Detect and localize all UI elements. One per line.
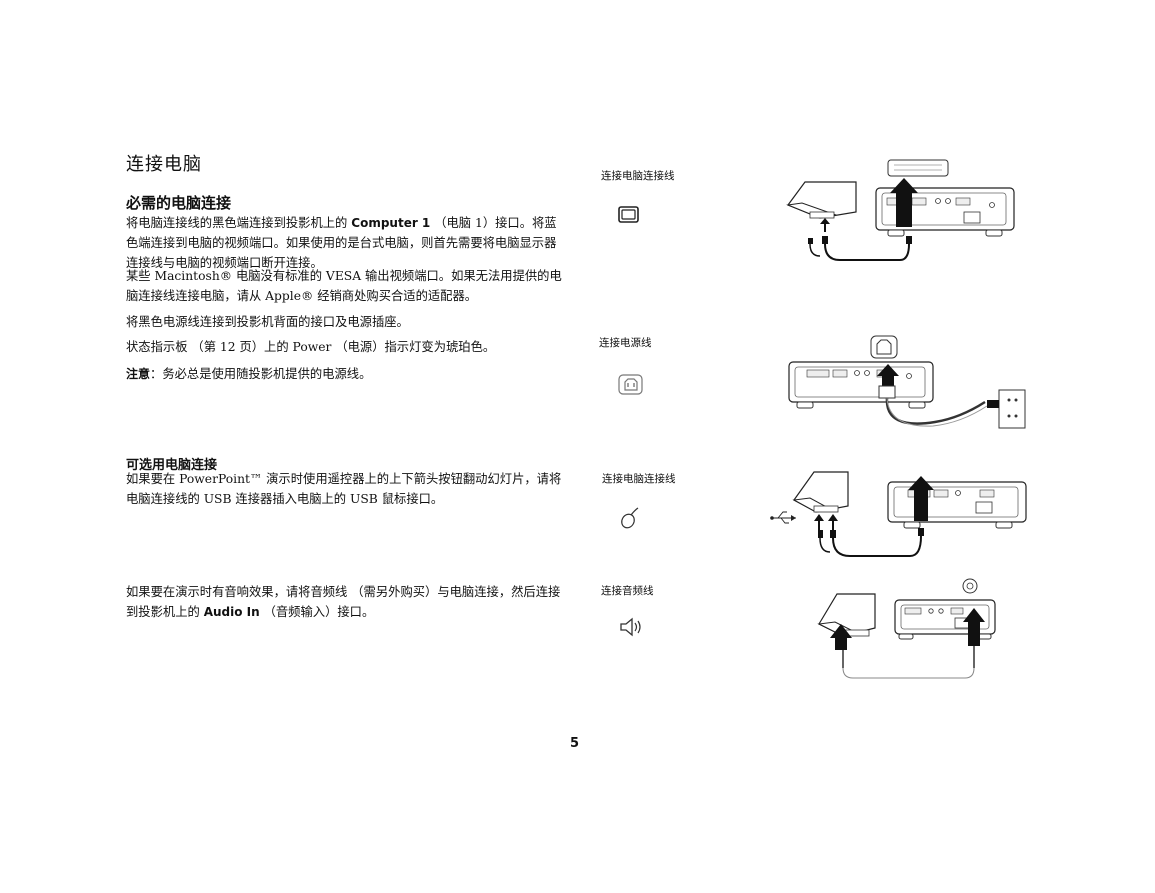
paragraph-usb: 如果要在 PowerPoint™ 演示时使用遥控器上的上下箭头按钮翻动幻灯片，请… bbox=[126, 472, 562, 506]
paragraph-audio: 如果要在演示时有音响效果，请将音频线 （需另外购买）与电脑连接，然后连接到投影机… bbox=[126, 585, 561, 619]
figure-caption-computer-cable: 连接电脑连接线 bbox=[601, 170, 675, 182]
figure-caption-usb-cable: 连接电脑连接线 bbox=[602, 473, 676, 485]
mouse-icon bbox=[621, 507, 639, 529]
illustration-audio-cable bbox=[817, 578, 996, 679]
paragraph-power-cord: 将黑色电源线连接到投影机背面的接口及电源插座。 bbox=[126, 315, 409, 329]
figure-caption-audio-cable: 连接音频线 bbox=[601, 585, 654, 597]
illustration-power-cord bbox=[788, 335, 1026, 429]
paragraph-macintosh: 某些 Macintosh® 电脑没有标准的 VESA 输出视频端口。如果无法用提… bbox=[126, 269, 562, 303]
port-name-computer1: Computer 1 bbox=[351, 216, 431, 230]
page-title: 连接电脑 bbox=[126, 154, 202, 175]
figure-caption-power-cord: 连接电源线 bbox=[599, 337, 652, 349]
speaker-icon bbox=[620, 617, 641, 637]
paragraph-computer-cable: 将电脑连接线的黑色端连接到投影机上的 Computer 1 （电脑 1）接口。将… bbox=[126, 216, 557, 270]
section-heading-required: 必需的电脑连接 bbox=[126, 194, 232, 212]
paragraph-power-led: 状态指示板 （第 12 页）上的 Power （电源）指示灯变为琥珀色。 bbox=[126, 340, 496, 354]
power-socket-icon bbox=[618, 374, 643, 395]
usb-symbol-icon bbox=[770, 511, 796, 524]
section-heading-optional: 可选用电脑连接 bbox=[126, 458, 218, 473]
page-number: 5 bbox=[570, 736, 580, 751]
port-name-audio-in: Audio In bbox=[203, 605, 260, 619]
note: 注意：务必总是使用随投影机提供的电源线。 bbox=[126, 367, 372, 381]
illustration-computer-cable bbox=[786, 159, 1015, 261]
monitor-icon bbox=[618, 206, 639, 223]
illustration-usb-cable bbox=[770, 471, 1027, 557]
note-label: 注意 bbox=[126, 367, 151, 381]
